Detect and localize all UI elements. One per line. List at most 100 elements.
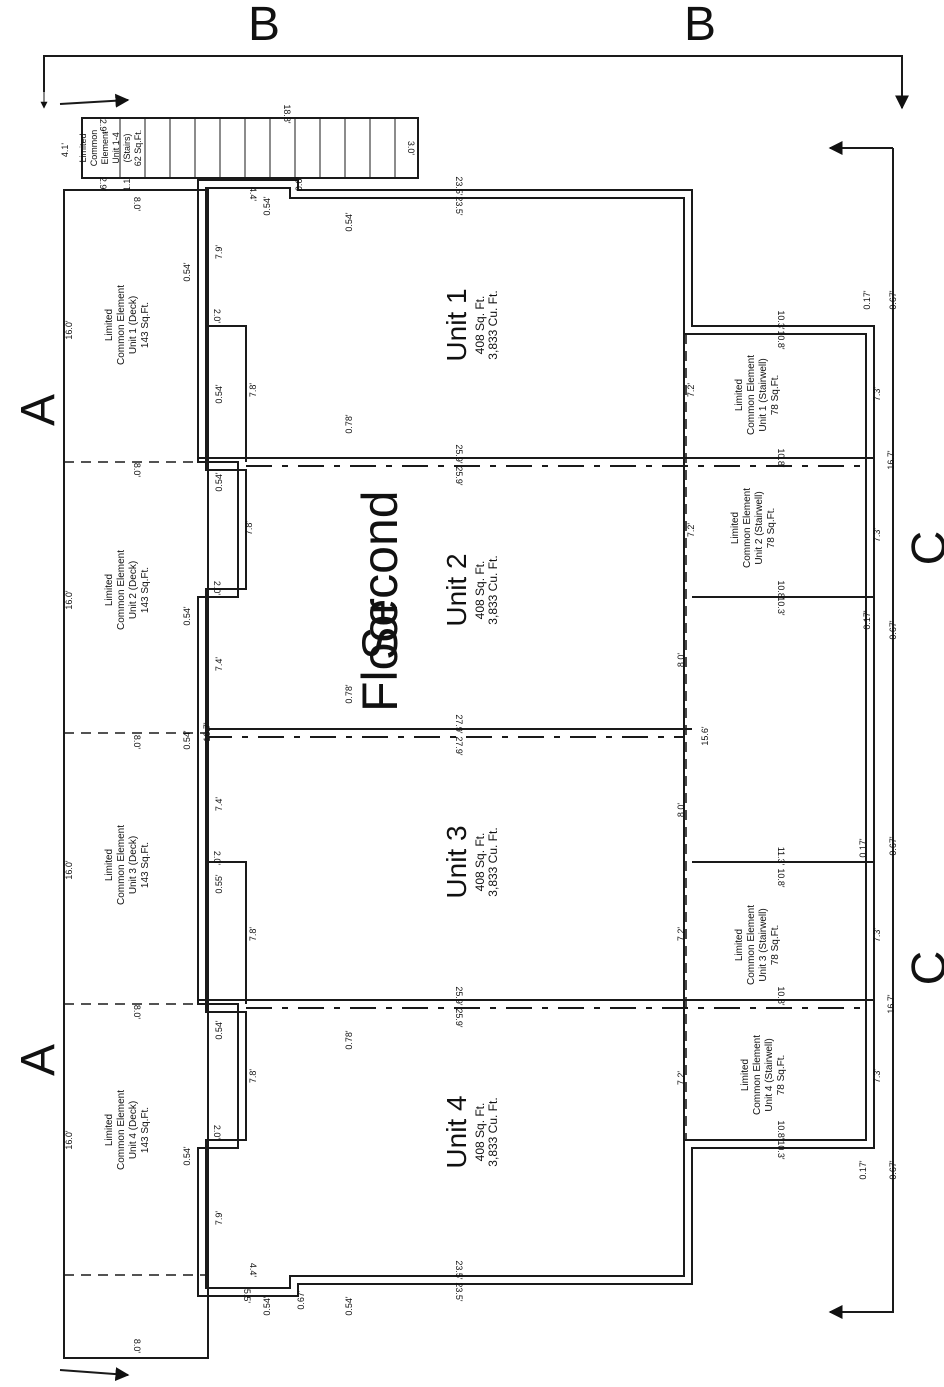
stairwell-4-line3: Unit 4 (Stairwell) xyxy=(764,1038,775,1111)
dim-party-1-2: 0.78' xyxy=(344,414,354,434)
unit-2-cuft: 3,833 Cu. Ft. xyxy=(486,555,500,624)
dim-16-7-mid: 16.7' xyxy=(202,722,212,742)
unit-3-cuft: 3,833 Cu. Ft. xyxy=(486,827,500,896)
dim-deck4-depth: 8.0' xyxy=(132,1005,142,1020)
dim-deck4-width: 16.0' xyxy=(64,1130,74,1150)
deck-2-label: Limited Common Element Unit 2 (Deck) 143… xyxy=(104,550,151,630)
dim-15-6: 15.6' xyxy=(700,726,710,746)
dim-sw1-0-67: 0.67' xyxy=(888,290,898,310)
dim-unit4-7-8: 7.8' xyxy=(248,1069,258,1084)
stairwell-1-line2: Common Element xyxy=(746,355,757,435)
deck-4-line3: Unit 4 (Deck) xyxy=(128,1101,139,1159)
deck-3-line4: 143 Sq.Ft. xyxy=(140,842,151,888)
deck-3-line2: Common Element xyxy=(116,825,127,905)
shared-stair xyxy=(81,117,419,179)
stairwell-4-label: Limited Common Element Unit 4 (Stairwell… xyxy=(740,1035,787,1115)
dim-top-23-5-b: 23.5' xyxy=(454,196,464,216)
deck-boundary xyxy=(63,189,209,1359)
stairwell-3-label: Limited Common Element Unit 3 (Stairwell… xyxy=(734,905,781,985)
deck-4-line2: Common Element xyxy=(116,1090,127,1170)
dim-party-2-3: 0.78' xyxy=(344,684,354,704)
dimension-labels: 16.0' 16.0' 16.0' 16.0' 8.0' 8.0' 8.0' 8… xyxy=(60,104,898,1353)
deck-4-line1: Limited xyxy=(104,1114,115,1146)
deck-1-line4: 143 Sq.Ft. xyxy=(140,302,151,348)
dim-unit3-7-4: 7.4' xyxy=(214,797,224,812)
party-walls xyxy=(198,326,874,1148)
stairwell-1-line1: Limited xyxy=(734,379,745,411)
dim-1-2-wall-b: 25.9' xyxy=(454,466,464,486)
stairwell-2-line4: 78 Sq.Ft. xyxy=(766,508,777,549)
dim-wall-1b: 0.54' xyxy=(214,384,224,404)
deck-2-line3: Unit 2 (Deck) xyxy=(128,561,139,619)
shared-stair-line6: 62 Sq.Ft. xyxy=(133,130,143,167)
dim-3-4-wall: 25.9' xyxy=(454,986,464,1006)
deck-1-line1: Limited xyxy=(104,309,115,341)
unit-2-sqft: 408 Sq. Ft. xyxy=(473,561,487,620)
dim-sw4-10-3: 10.3' xyxy=(776,1140,786,1160)
section-marker-a-upper: A xyxy=(12,394,65,426)
dim-3-4-wall-b: 25.9' xyxy=(454,1008,464,1028)
dim-4-4-top: 4.4' xyxy=(248,187,258,202)
dim-sw1-7-3: 7.3' xyxy=(872,387,882,402)
dim-4-4-bottom: 4.4' xyxy=(248,1263,258,1278)
shared-stair-label: Limited Common Element Unit 1-4 (Stairs)… xyxy=(78,130,143,167)
section-marker-b-right: B xyxy=(684,0,716,51)
dim-5-5: 5.5' xyxy=(242,1289,252,1304)
dim-3-0: 3.0' xyxy=(406,141,416,156)
dim-sw2-10-3: 10.3' xyxy=(776,596,786,616)
stairwell-3-line3: Unit 3 (Stairwell) xyxy=(758,908,769,981)
unit-1-sqft: 408 Sq. Ft. xyxy=(473,296,487,355)
stairwell-2-line3: Unit 2 (Stairwell) xyxy=(754,491,765,564)
deck-3-line3: Unit 3 (Deck) xyxy=(128,836,139,894)
unit-3-name: Unit 3 xyxy=(441,825,472,898)
dim-wall-4b: 0.54' xyxy=(182,1146,192,1166)
dim-wall-3b: 0.55' xyxy=(214,874,224,894)
dim-sw4-0-67: 0.67' xyxy=(888,1160,898,1180)
dim-sw3-10-8: 10.8' xyxy=(776,868,786,888)
dim-4-1: 4.1' xyxy=(60,143,70,158)
dim-sw1-0-17: 0.17' xyxy=(862,290,872,310)
dim-sw12-10-8: 10.8' xyxy=(776,448,786,468)
deck-2-line1: Limited xyxy=(104,574,115,606)
section-marker-c-upper: C xyxy=(903,531,944,566)
dim-unit3-8-0: 8.0' xyxy=(676,803,686,818)
dim-2-9-bottom: 2.9' xyxy=(98,177,108,192)
unit-1-name: Unit 1 xyxy=(441,288,472,361)
dim-18-8: 18.8' xyxy=(282,104,292,124)
deck-4-label: Limited Common Element Unit 4 (Deck) 143… xyxy=(104,1090,151,1170)
dim-2-3-wall: 27.9' xyxy=(454,714,464,734)
dim-deck-bottom: 8.0' xyxy=(132,1339,142,1354)
deck-2-line2: Common Element xyxy=(116,550,127,630)
dim-deck3-width: 16.0' xyxy=(64,860,74,880)
stairwell-2-line2: Common Element xyxy=(742,488,753,568)
deck-3-line1: Limited xyxy=(104,849,115,881)
stairwell-3-line2: Common Element xyxy=(746,905,757,985)
unit-4-sqft: 408 Sq. Ft. xyxy=(473,1103,487,1162)
shared-stair-line4: Unit 1-4 xyxy=(111,132,121,164)
dim-top-23-5: 23.5' xyxy=(454,176,464,196)
section-marker-b-left: B xyxy=(248,0,280,51)
stairwell-1-line4: 78 Sq.Ft. xyxy=(770,375,781,416)
section-cut-lines xyxy=(40,55,909,1382)
dim-sw3-0-67: 0.67' xyxy=(888,836,898,856)
unit-1-cuft: 3,833 Cu. Ft. xyxy=(486,290,500,359)
dim-bottom-wall: 0.54' xyxy=(344,1296,354,1316)
dim-2-3-wall-b: 27.9' xyxy=(454,736,464,756)
shared-stair-line3: Element xyxy=(100,131,110,165)
dim-sw2-10-8: 10.8' xyxy=(776,580,786,600)
dim-unit2-7-2: 7.2' xyxy=(686,523,696,538)
unit-4-cuft: 3,833 Cu. Ft. xyxy=(486,1097,500,1166)
stairwell-1-line3: Unit 1 (Stairwell) xyxy=(758,358,769,431)
unit-3-sqft: 408 Sq. Ft. xyxy=(473,833,487,892)
dim-top-wall: 0.54' xyxy=(344,212,354,232)
stairwell-3-line4: 78 Sq.Ft. xyxy=(770,925,781,966)
dim-step-2: 2.0' xyxy=(212,581,222,596)
deck-4-line4: 143 Sq.Ft. xyxy=(140,1107,151,1153)
dim-unit4-7-2: 7.2' xyxy=(676,1071,686,1086)
dim-deck3-depth: 8.0' xyxy=(132,735,142,750)
shared-stair-line5: (Stairs) xyxy=(122,133,132,162)
dim-unit2-7-8: 7.8' xyxy=(244,521,254,536)
deck-1-line3: Unit 1 (Deck) xyxy=(128,296,139,354)
dim-sw2-7-3: 7.3' xyxy=(872,528,882,543)
dim-sw3-11-3: 11.3' xyxy=(776,847,786,866)
